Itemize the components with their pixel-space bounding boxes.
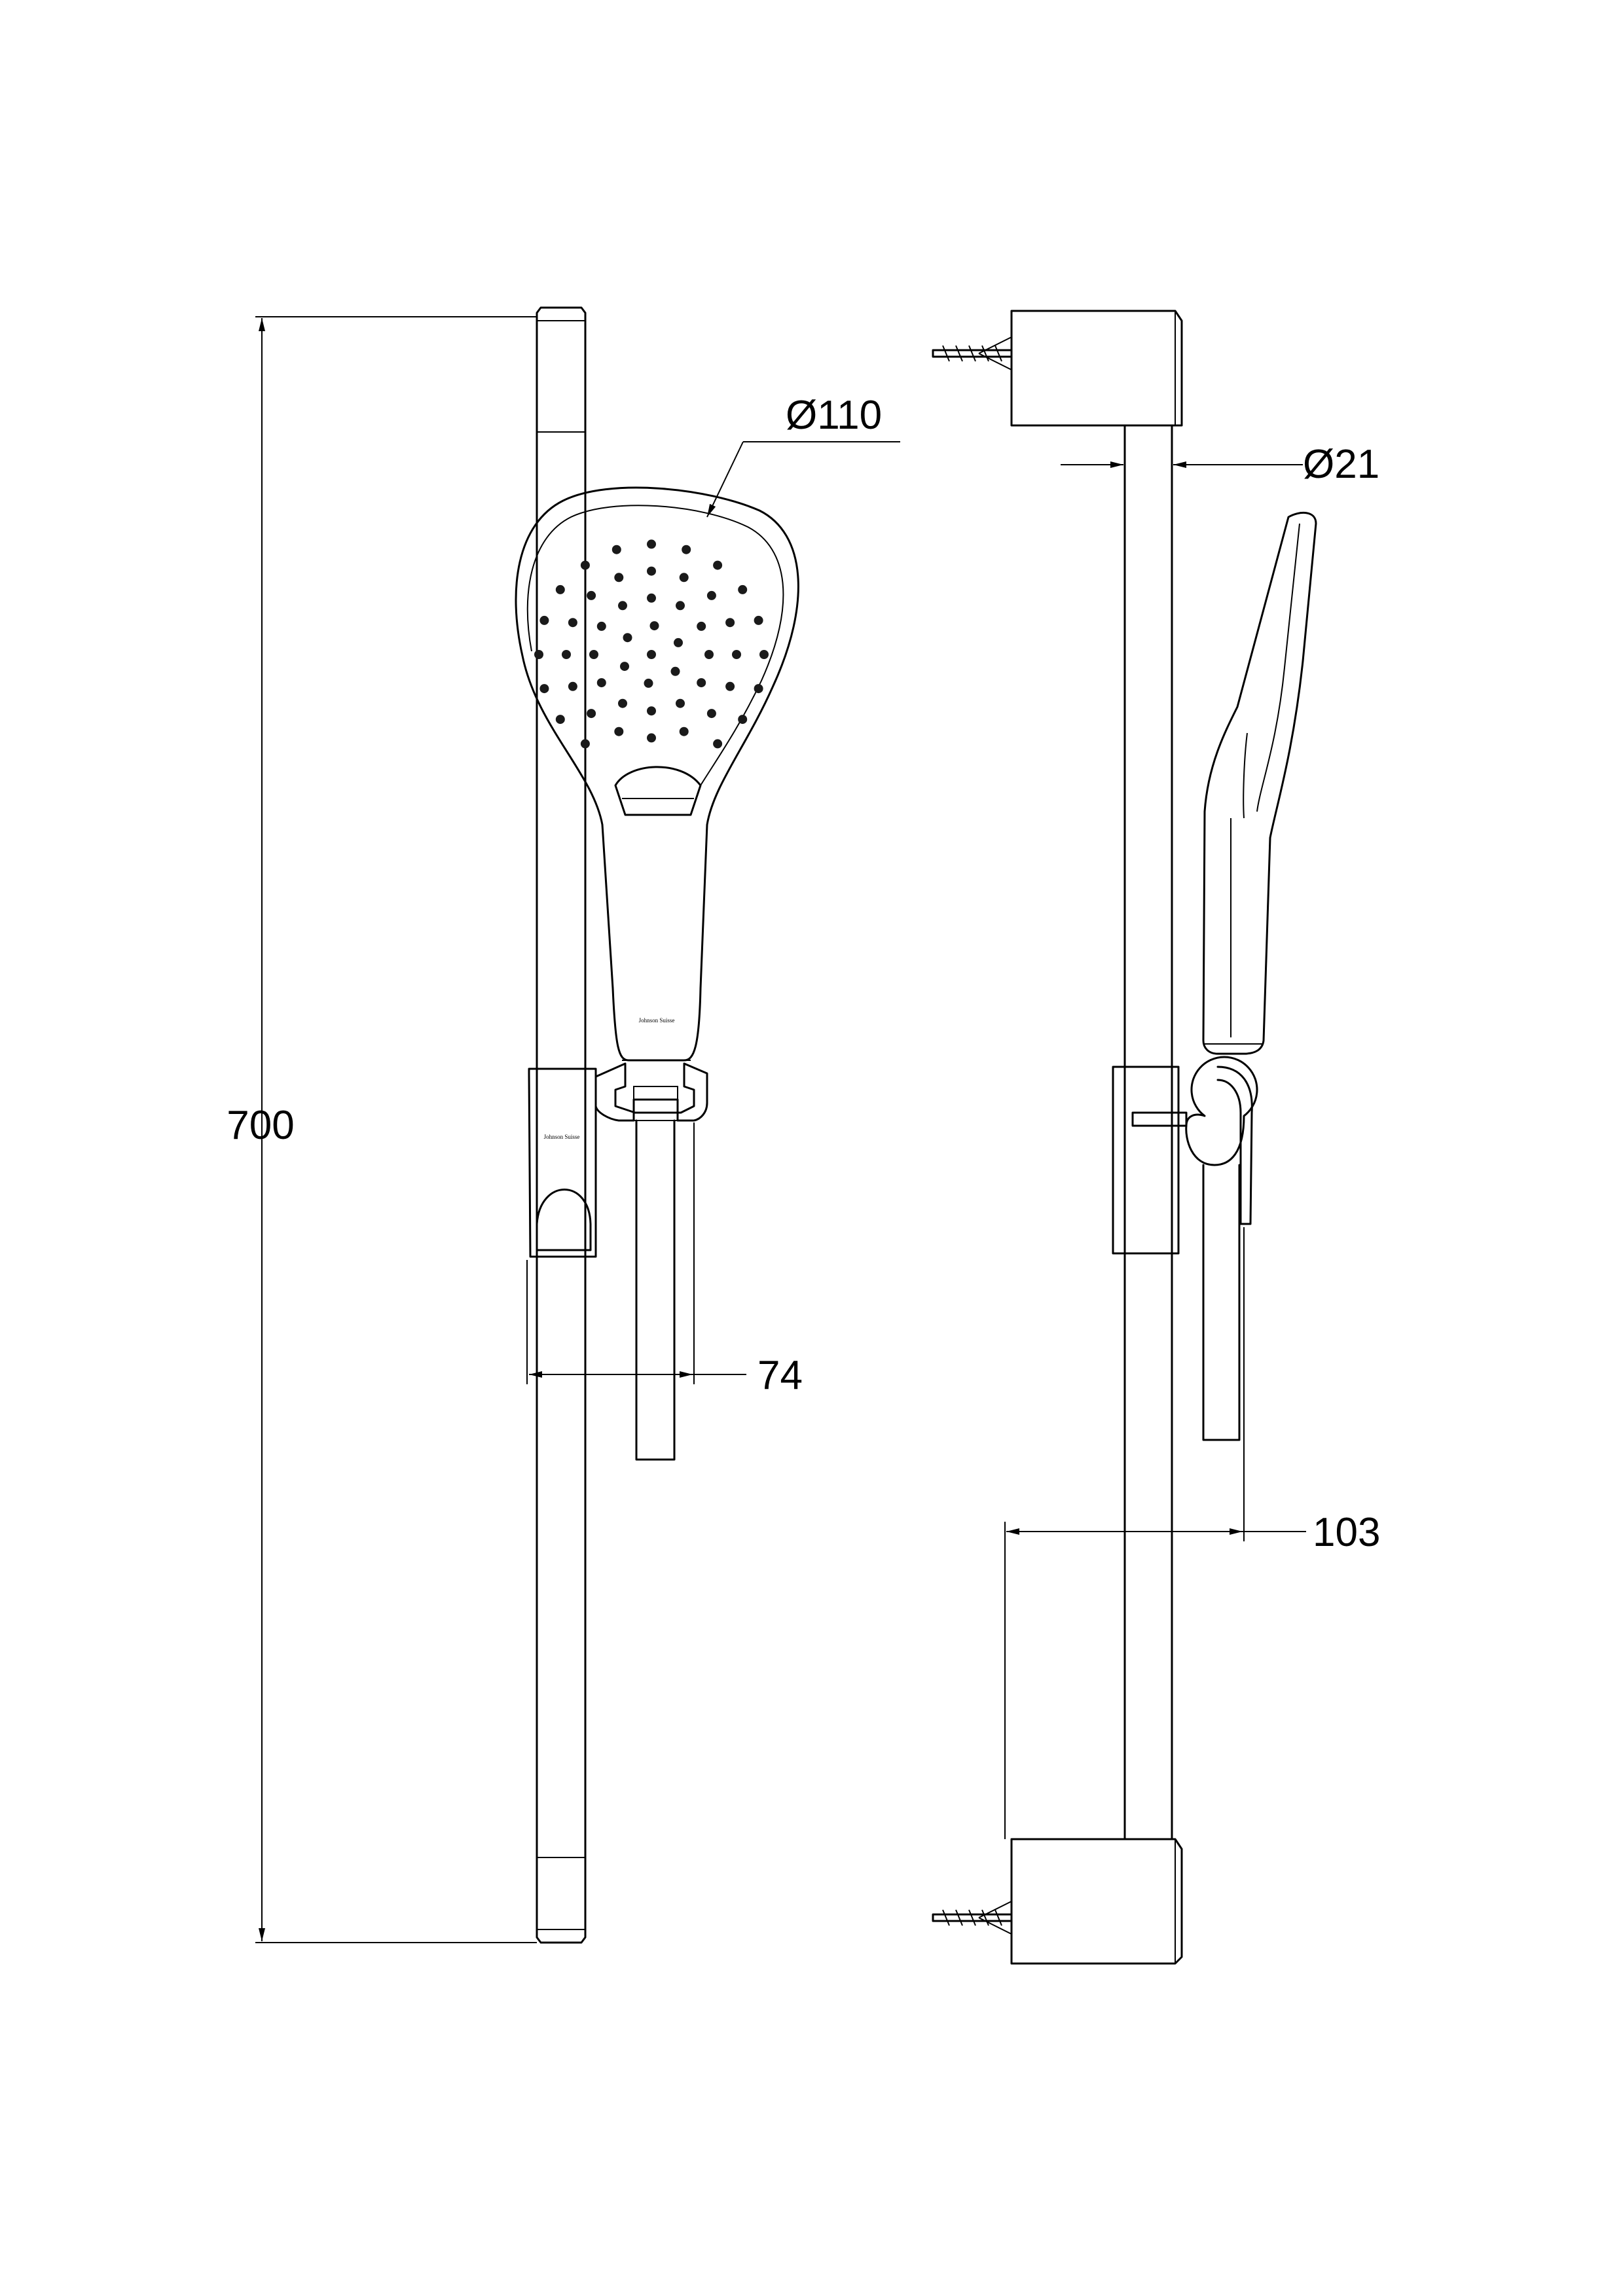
dimension-label-700: 700 [227, 1103, 294, 1148]
nozzle-hole [706, 709, 716, 719]
nozzle-hole [596, 621, 606, 631]
top-bracket [1010, 310, 1183, 427]
nozzle-hole [596, 678, 606, 688]
nozzle-hole [759, 650, 769, 659]
nozzle-hole [614, 726, 624, 736]
nozzle-hole [676, 698, 685, 708]
nozzle-hole [713, 739, 723, 749]
wall-plug-top [932, 336, 1013, 370]
nozzle-hole [580, 560, 590, 570]
nozzle-hole [618, 698, 627, 708]
nozzle-hole [697, 621, 706, 631]
nozzle-hole [670, 666, 680, 676]
nozzle-hole [647, 706, 656, 716]
nozzle-hole [614, 573, 624, 583]
front-view: Johnson Suisse Johnson Suisse [515, 306, 799, 1944]
nozzle-hole [647, 733, 656, 743]
nozzle-hole [738, 584, 748, 594]
nozzle-hole [647, 566, 656, 576]
nozzle-hole [568, 681, 577, 691]
nozzle-hole [679, 573, 689, 583]
dimension-label-head-diameter: Ø110 [786, 393, 882, 438]
nozzle-hole [725, 618, 735, 628]
nozzle-hole [647, 650, 656, 659]
wall-plug-bottom [932, 1901, 1013, 1935]
side-slider [1112, 1056, 1258, 1441]
nozzle-hole [587, 590, 596, 600]
side-shower-head [1202, 511, 1317, 1055]
nozzle-hole [620, 662, 629, 672]
dimension-label-103: 103 [1313, 1510, 1380, 1555]
nozzle-hole [644, 678, 653, 688]
nozzle-hole [539, 684, 549, 694]
nozzle-hole [674, 637, 683, 647]
front-hose [635, 1119, 676, 1461]
front-shower-head: Johnson Suisse [515, 486, 799, 1062]
dimension-label-74: 74 [757, 1353, 803, 1398]
nozzle-hole [555, 715, 565, 725]
dimension-rail-diameter: Ø21 [1061, 442, 1379, 487]
front-rail [536, 306, 587, 1944]
nozzle-hole [580, 739, 590, 749]
dimension-front-projection: 74 [526, 1122, 803, 1398]
nozzle-hole [611, 545, 621, 554]
nozzle-hole [568, 618, 577, 628]
dimension-label-rail-diameter: Ø21 [1303, 442, 1379, 487]
nozzle-hole [623, 633, 632, 643]
nozzle-hole [697, 678, 706, 688]
dimension-side-projection: 103 [1004, 1227, 1380, 1839]
nozzle-hole [587, 709, 596, 719]
bottom-bracket [1010, 1838, 1183, 1965]
nozzle-hole [649, 621, 659, 631]
nozzle-hole [539, 615, 549, 625]
side-view [932, 310, 1317, 1965]
nozzle-hole [647, 593, 656, 603]
nozzle-hole [713, 560, 723, 570]
nozzle-hole [754, 684, 763, 694]
dimension-head-diameter: Ø110 [706, 393, 900, 518]
nozzle-holes [534, 539, 769, 749]
nozzle-hole [589, 650, 598, 659]
nozzle-hole [647, 539, 656, 549]
nozzle-hole [706, 590, 716, 600]
side-rail [1123, 424, 1173, 1840]
front-slider-holder: Johnson Suisse [528, 1062, 708, 1258]
nozzle-hole [682, 545, 691, 554]
nozzle-hole [555, 584, 565, 594]
nozzle-hole [679, 726, 689, 736]
nozzle-hole [732, 650, 741, 659]
nozzle-hole [534, 650, 543, 659]
nozzle-hole [754, 615, 763, 625]
dimension-overall-height: 700 [227, 316, 537, 1943]
nozzle-hole [562, 650, 571, 659]
nozzle-hole [676, 601, 685, 611]
nozzle-hole [725, 681, 735, 691]
brand-logo-head: Johnson Suisse [639, 1017, 675, 1024]
nozzle-hole [618, 601, 627, 611]
nozzle-hole [704, 650, 714, 659]
nozzle-hole [738, 715, 748, 725]
brand-logo-holder: Johnson Suisse [544, 1134, 580, 1140]
